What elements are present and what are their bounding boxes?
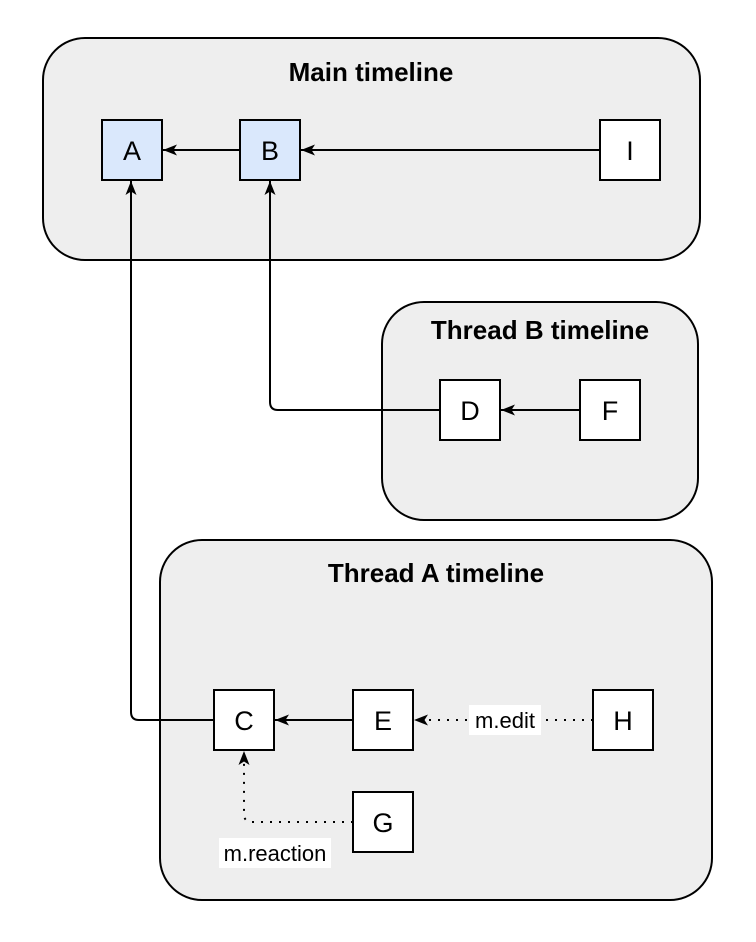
node-I-box [599,119,661,181]
node-B-label: B [261,136,279,166]
thread-a-timeline-title: Thread A timeline [328,558,544,588]
node-G: G [352,791,414,853]
node-B: B [239,119,301,181]
edge-label-m-edit-bg [469,705,541,735]
node-D: D [439,379,501,441]
node-G-label: G [372,808,393,838]
edge-label-m-edit-text: m.edit [475,708,535,733]
node-D-box [439,379,501,441]
thread-b-timeline-title: Thread B timeline [431,315,649,345]
node-C-box [213,689,275,751]
node-A: A [101,119,163,181]
node-F: F [579,379,641,441]
node-F-label: F [602,396,619,426]
main-timeline-title: Main timeline [289,57,454,87]
node-H-box [592,689,654,751]
node-C: C [213,689,275,751]
node-C-label: C [234,706,254,736]
edge-c-to-a [125,181,214,721]
node-H-label: H [613,706,633,736]
edge-d-to-b [264,181,440,411]
edge-label-m-edit: m.edit [469,705,541,735]
node-H: H [592,689,654,751]
node-I: I [599,119,661,181]
node-G-box [352,791,414,853]
edge-label-m-reaction: m.reaction [219,838,331,868]
node-E: E [352,689,414,751]
node-A-box [101,119,163,181]
node-E-box [352,689,414,751]
edge-label-m-reaction-text: m.reaction [224,841,327,866]
node-B-box [239,119,301,181]
node-E-label: E [374,706,392,736]
node-D-label: D [460,396,480,426]
node-I-label: I [626,136,634,166]
node-F-box [579,379,641,441]
node-A-label: A [123,136,141,166]
edge-label-m-reaction-bg [219,838,331,868]
